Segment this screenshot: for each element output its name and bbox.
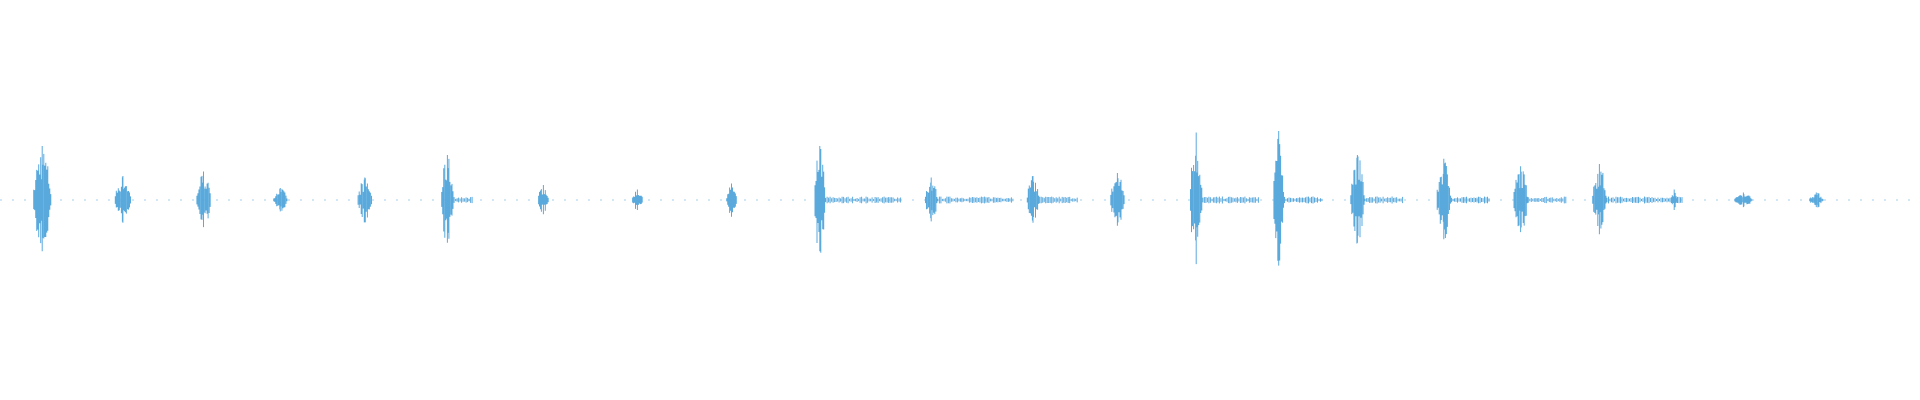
waveform-burst-trace	[1190, 132, 1259, 265]
waveform-burst-trace	[1110, 173, 1125, 226]
waveform-burst-trace	[1273, 131, 1323, 266]
waveform-burst-trace	[814, 146, 902, 253]
waveform-burst	[1734, 192, 1753, 208]
waveform-burst	[1436, 158, 1490, 240]
waveform-burst-trace	[1513, 166, 1567, 233]
waveform-burst	[441, 155, 473, 243]
waveform-burst	[1273, 131, 1323, 266]
waveform-burst	[925, 177, 1014, 222]
waveform-burst-trace	[357, 177, 372, 223]
waveform-burst-trace	[1809, 192, 1824, 208]
waveform-burst	[726, 183, 737, 217]
waveform-burst	[1592, 164, 1683, 235]
waveform-burst-trace	[1592, 164, 1683, 235]
waveform-burst-trace	[33, 146, 52, 252]
waveform-burst	[357, 177, 372, 223]
waveform-burst	[632, 189, 643, 210]
waveform-burst-trace	[196, 171, 211, 228]
waveform-burst-trace	[538, 185, 549, 215]
waveform-burst-trace	[1350, 155, 1404, 244]
waveform-burst	[196, 171, 211, 228]
waveform-burst	[273, 188, 288, 212]
waveform-bursts	[33, 131, 1824, 266]
waveform-burst	[1026, 176, 1078, 223]
waveform-burst	[1809, 192, 1824, 208]
waveform-burst-trace	[1026, 176, 1078, 223]
waveform-burst-trace	[1734, 192, 1753, 208]
waveform-burst	[1670, 189, 1678, 210]
waveform-burst-trace	[925, 177, 1014, 222]
waveform-burst	[1110, 173, 1125, 226]
waveform-burst	[114, 176, 131, 223]
waveform-burst	[1350, 155, 1404, 244]
waveform-burst	[33, 146, 52, 252]
waveform-burst-trace	[632, 189, 643, 210]
waveform-burst-trace	[1436, 158, 1490, 240]
waveform-burst-trace	[114, 176, 131, 223]
waveform-burst	[1190, 132, 1259, 265]
waveform-burst-trace	[273, 188, 288, 212]
waveform-burst	[538, 185, 549, 215]
waveform-burst-trace	[441, 155, 473, 243]
waveform-burst-trace	[1670, 189, 1678, 210]
waveform-burst	[1513, 166, 1567, 233]
waveform-burst	[814, 146, 902, 253]
waveform-burst-trace	[726, 183, 737, 217]
